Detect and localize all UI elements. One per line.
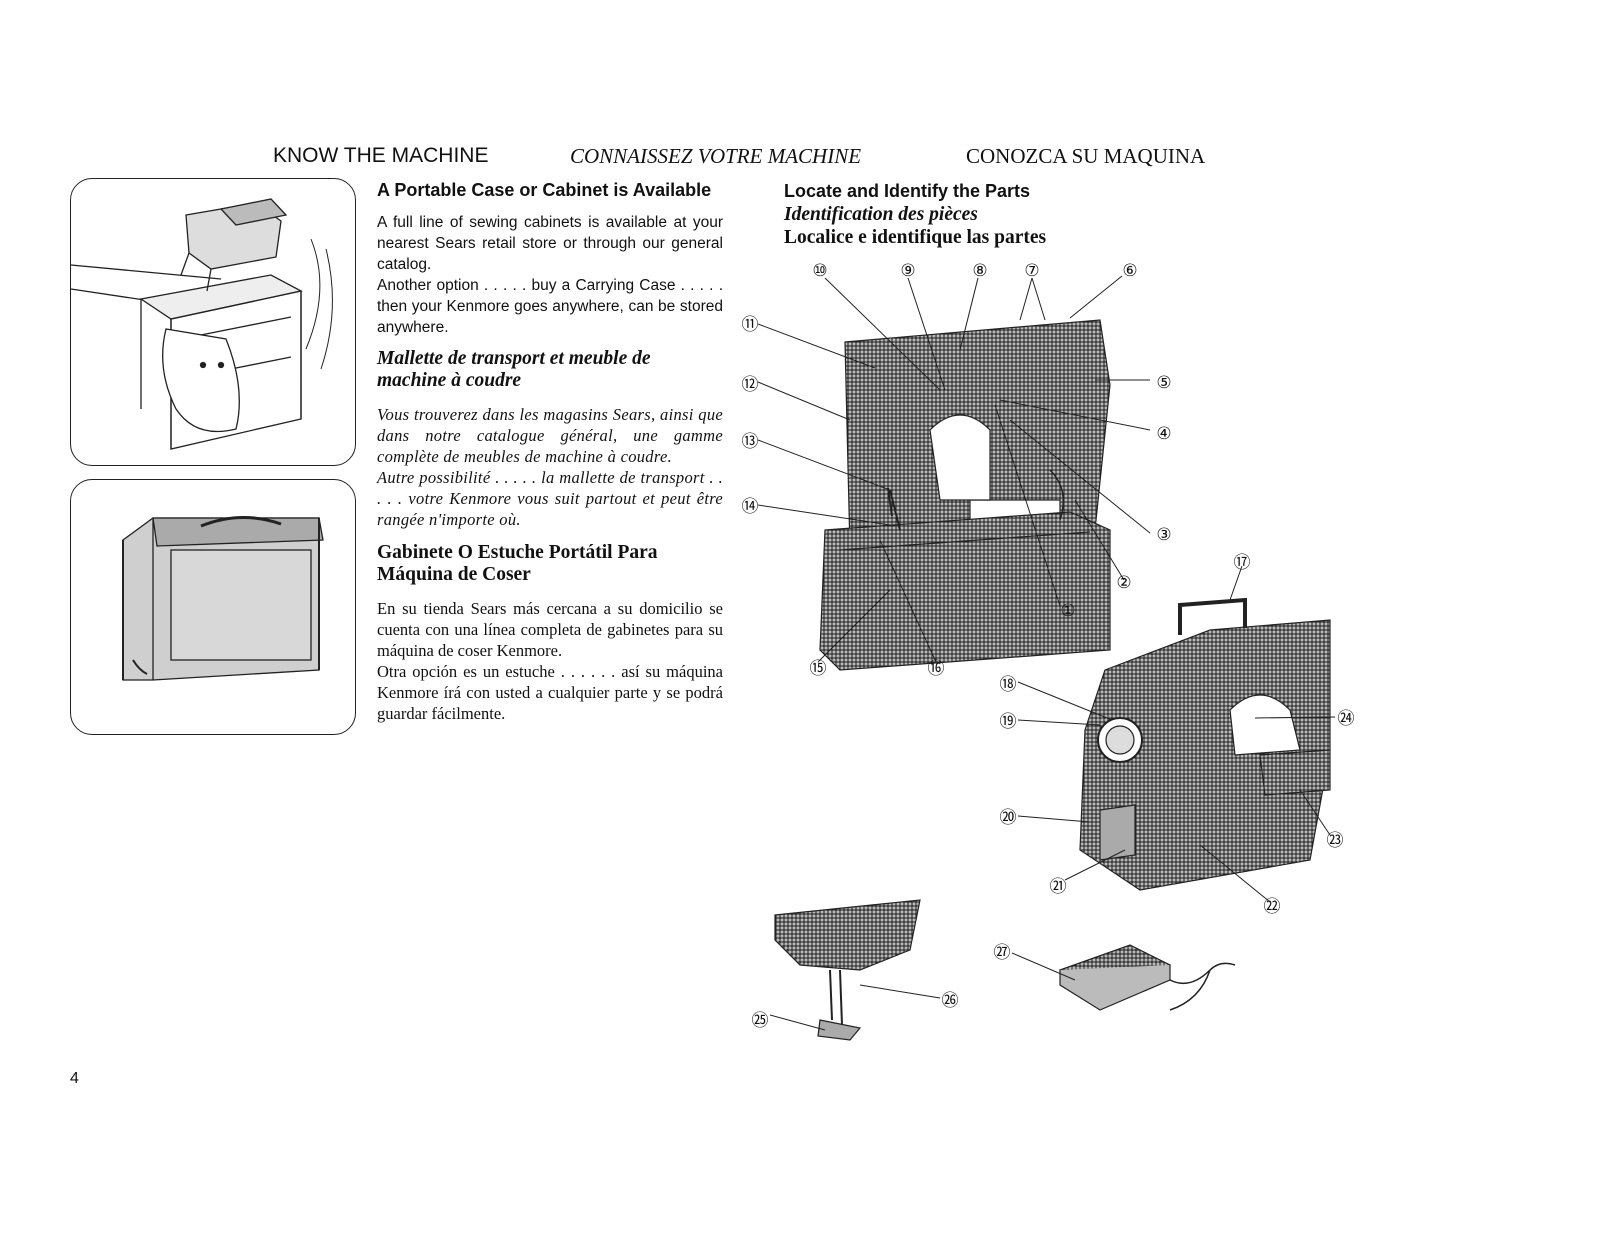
parts-title-fr: Identification des pièces xyxy=(784,204,978,225)
cabinet-paragraph-es-1: En su tienda Sears más cercana a su domi… xyxy=(377,599,723,660)
parts-diagram: ① ② ③ ④ ⑤ ⑥ ⑦ ⑧ ⑨ ⑩ ⑪ ⑫ ⑬ ⑭ ⑮ ⑯ ⑰ ⑱ ⑲ ⑳ … xyxy=(740,250,1420,1080)
cabinet-paragraph-fr-2: Autre possibilité . . . . . la mallette … xyxy=(377,468,723,529)
callout-1: ① xyxy=(1060,601,1075,621)
callout-11: ⑪ xyxy=(742,315,759,335)
callout-24: ㉔ xyxy=(1338,709,1355,729)
callout-15: ⑮ xyxy=(810,659,827,679)
callout-18: ⑱ xyxy=(1000,675,1017,695)
callout-26: ㉖ xyxy=(942,991,959,1011)
callout-3: ③ xyxy=(1156,525,1171,545)
cabinet-paragraph-es-2: Otra opción es un estuche . . . . . . as… xyxy=(377,662,723,723)
cabinet-title-es: Gabinete O Estuche Portátil Para Máquina… xyxy=(377,542,658,585)
sewing-machine-rear-view xyxy=(1079,597,1331,891)
callout-10: ⑩ xyxy=(812,261,827,281)
page-number: 4 xyxy=(70,1070,79,1087)
cabinet-title-fr: Mallette de transport et meuble de machi… xyxy=(377,348,651,391)
callout-16: ⑯ xyxy=(928,659,945,679)
callout-21: ㉑ xyxy=(1050,877,1067,897)
callout-23: ㉓ xyxy=(1327,831,1344,851)
callout-22: ㉒ xyxy=(1264,897,1281,917)
cabinet-title-en: A Portable Case or Cabinet is Available xyxy=(377,180,712,200)
callout-6: ⑥ xyxy=(1122,261,1137,281)
callout-27: ㉗ xyxy=(994,943,1011,963)
presser-foot-detail xyxy=(774,899,921,1041)
callout-5: ⑤ xyxy=(1156,373,1171,393)
cabinet-paragraph-en-1: A full line of sewing cabinets is availa… xyxy=(377,214,723,273)
callout-13: ⑬ xyxy=(742,432,759,452)
parts-title-es: Localice e identifique las partes xyxy=(784,227,1047,248)
header-english: KNOW THE MACHINE xyxy=(273,144,489,167)
callout-leader-lines xyxy=(757,275,1336,1031)
callout-25: ㉕ xyxy=(752,1011,769,1031)
sewing-cabinet-illustration xyxy=(70,178,356,466)
callout-19: ⑲ xyxy=(1000,712,1017,732)
callout-7: ⑦ xyxy=(1024,261,1039,281)
foot-controller xyxy=(1058,944,1236,1011)
callout-12: ⑫ xyxy=(742,375,759,395)
callout-labels: ① ② ③ ④ ⑤ ⑥ ⑦ ⑧ ⑨ ⑩ ⑪ ⑫ ⑬ ⑭ ⑮ ⑯ ⑰ ⑱ ⑲ ⑳ … xyxy=(742,261,1355,1031)
callout-14: ⑭ xyxy=(742,497,759,517)
callout-2: ② xyxy=(1116,573,1131,593)
parts-titles: Locate and Identify the Parts Identifica… xyxy=(784,180,1144,249)
header-french: CONNAISSEZ VOTRE MACHINE xyxy=(570,144,862,168)
sewing-machine-front-view xyxy=(819,319,1111,671)
cabinet-paragraph-fr-1: Vous trouverez dans les magasins Sears, … xyxy=(377,405,723,466)
carrying-case-illustration xyxy=(70,479,356,735)
callout-9: ⑨ xyxy=(900,261,915,281)
callout-8: ⑧ xyxy=(972,261,987,281)
callout-20: ⑳ xyxy=(1000,808,1017,828)
callout-4: ④ xyxy=(1156,424,1171,444)
callout-17: ⑰ xyxy=(1234,553,1251,573)
parts-title-en: Locate and Identify the Parts xyxy=(784,181,1031,201)
header-spanish: CONOZCA SU MAQUINA xyxy=(966,144,1206,168)
cabinet-paragraph-en-2: Another option . . . . . buy a Carrying … xyxy=(377,277,723,336)
cabinet-case-text: A Portable Case or Cabinet is Available … xyxy=(377,180,723,724)
